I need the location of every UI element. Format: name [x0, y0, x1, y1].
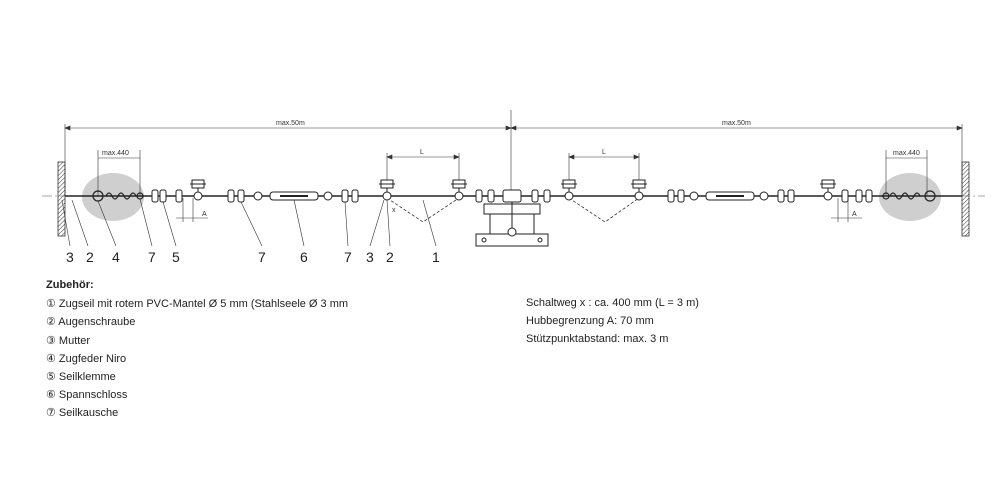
part-number: 7: [344, 249, 352, 265]
turnbuckle-left: [269, 191, 319, 201]
part-number: 7: [258, 249, 266, 265]
legend-item: ⑦ Seilkausche: [46, 407, 119, 420]
part-number: 6: [300, 249, 308, 265]
part-number: 4: [112, 249, 120, 265]
spring-highlight-right: [879, 173, 941, 221]
part-number: 5: [172, 249, 180, 265]
rope-fittings: [151, 189, 873, 203]
dimension-total-length: [64, 110, 963, 196]
dimension-stroke-limit: [176, 198, 862, 222]
legend-item: ⑥ Spannschloss: [46, 389, 128, 402]
accessories-legend: Zubehör: ① Zugseil mit rotem PVC-Mantel …: [46, 276, 348, 423]
dimension-support-distance: [386, 153, 640, 182]
legend-item: ⑤ Seilklemme: [46, 371, 116, 384]
dim-x: x: [392, 207, 396, 214]
dim-max-440-left: max.440: [102, 150, 129, 157]
spec-item: Schaltweg x : ca. 400 mm (L = 3 m): [526, 297, 699, 309]
dim-A-left: A: [202, 211, 207, 218]
part-number: 3: [366, 249, 374, 265]
eye-bolts: [190, 179, 836, 201]
turnbuckle-right: [705, 191, 755, 201]
dim-max-length-right: max.50m: [722, 120, 751, 127]
part-number: 2: [386, 249, 394, 265]
part-number: 3: [66, 249, 74, 265]
legend-item: ④ Zugfeder Niro: [46, 352, 127, 365]
legend-item: ③ Mutter: [46, 334, 91, 347]
deflected-rope: [386, 197, 640, 223]
spec-item: Hubbegrenzung A: 70 mm: [526, 315, 654, 328]
legend-item: ① Zugseil mit rotem PVC-Mantel Ø 5 mm (S…: [46, 298, 349, 311]
dim-max-440-right: max.440: [893, 150, 920, 157]
part-number: 1: [432, 249, 440, 265]
legend-title: Zubehör:: [46, 279, 94, 291]
tension-spring-right: [882, 190, 936, 202]
part-number-labels: 3 2 4 7 5 7 6 7 3 2 1: [66, 249, 440, 265]
left-wall: [57, 161, 66, 237]
technical-specs: Schaltweg x : ca. 400 mm (L = 3 m) Hubbe…: [526, 294, 699, 349]
dimension-spring-length: [97, 150, 928, 196]
part-number: 7: [148, 249, 156, 265]
dim-max-length-left: max.50m: [276, 120, 305, 127]
spec-item: Stützpunktabstand: max. 3 m: [526, 333, 669, 346]
right-wall: [961, 161, 970, 237]
dim-L-left: L: [420, 149, 424, 156]
dim-A-right: A: [852, 211, 857, 218]
dim-L-right: L: [602, 149, 606, 156]
part-number: 2: [86, 249, 94, 265]
legend-item: ② Augenschraube: [46, 316, 136, 329]
rope-pull-switch-diagram: max.50m max.50m max.440 max.440 L L A A: [42, 110, 985, 265]
leader-lines: [61, 198, 437, 247]
rope-pull-switch: [475, 189, 549, 247]
